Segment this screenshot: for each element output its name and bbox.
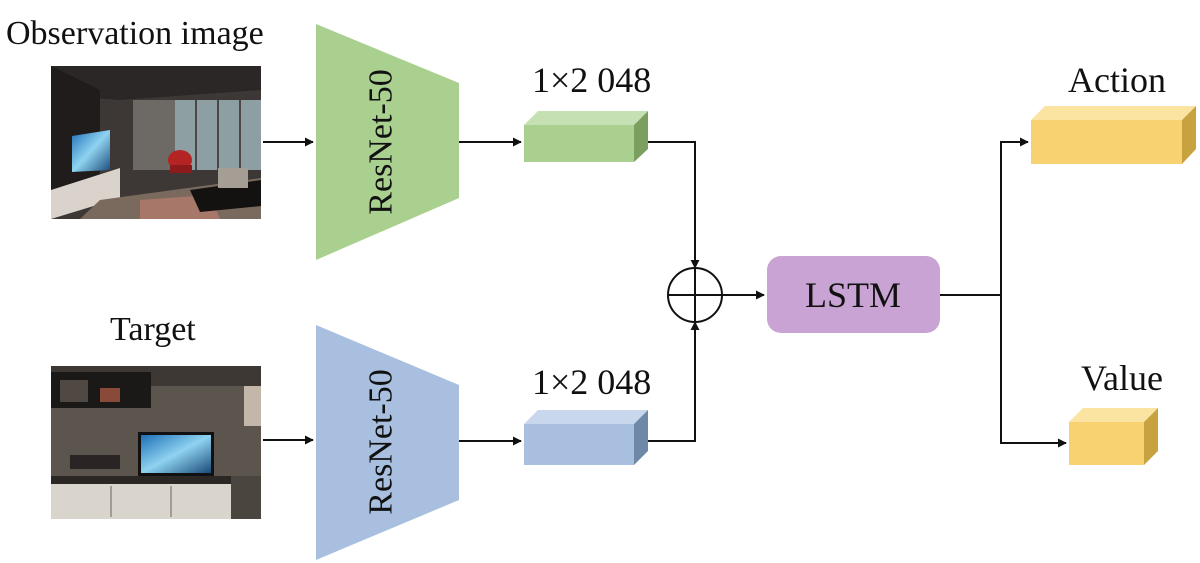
- feature-top-label: 1×2 048: [532, 60, 651, 100]
- resnet-bottom-label: ResNet-50: [363, 369, 400, 514]
- arrow-to-value: [1000, 295, 1067, 448]
- feature-vector-bottom: [524, 410, 648, 465]
- target-label: Target: [110, 311, 196, 348]
- concatenation-plus-icon: [667, 267, 723, 323]
- lstm-label: LSTM: [805, 275, 901, 315]
- lstm-block: [767, 256, 940, 333]
- action-label: Action: [1068, 60, 1166, 100]
- resnet-top-label: ResNet-50: [363, 69, 400, 214]
- value-output-box: [1069, 408, 1158, 465]
- action-output-box: [1031, 106, 1196, 164]
- observation-image: [51, 66, 261, 219]
- arrow-feature-top-to-fusion: [648, 141, 700, 269]
- arrow-feature-bottom-to-fusion: [648, 321, 700, 442]
- arrow-to-action: [1000, 137, 1029, 295]
- feature-vector-top: [524, 111, 648, 162]
- resnet-encoder-bottom: [316, 325, 459, 560]
- target-image: [51, 366, 261, 519]
- feature-bottom-label: 1×2 048: [532, 362, 651, 402]
- value-label: Value: [1081, 358, 1163, 398]
- resnet-encoder-top: [316, 24, 459, 260]
- observation-image-label: Observation image: [6, 15, 264, 52]
